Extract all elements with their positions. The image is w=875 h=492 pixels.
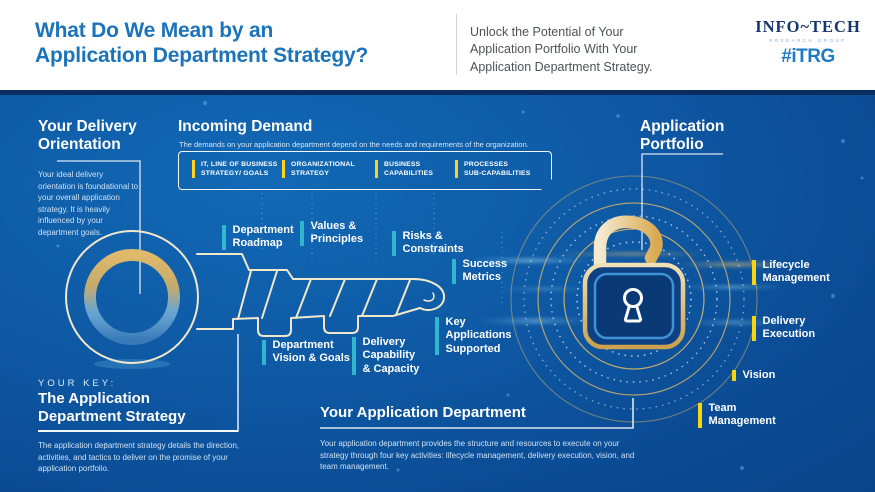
portfolio-label-text: Lifecycle Management <box>762 259 830 285</box>
key-label-text: Department Vision & Goals <box>272 339 350 365</box>
logo-brand-text: INFO~TECH <box>755 17 861 36</box>
key-label-department-roadmap: Department Roadmap <box>222 224 294 251</box>
cyan-bar-icon <box>300 221 304 246</box>
yellow-bar-icon <box>455 160 458 178</box>
cyan-bar-icon <box>352 337 356 376</box>
portfolio-label-lifecycle-management: Lifecycle Management <box>752 259 830 286</box>
incoming-demand-box: IT, Line of Business Strategy/ Goals Org… <box>178 151 552 190</box>
demand-item-label: Business Capabilities <box>384 161 434 178</box>
header-divider <box>456 14 457 75</box>
key-label-text: Key Applications Supported <box>445 316 512 355</box>
yellow-bar-icon <box>282 160 285 178</box>
page-title: What Do We Mean by an Application Depart… <box>35 19 369 67</box>
key-label-values-principles: Values & Principles <box>300 220 363 247</box>
portfolio-label-vision: Vision <box>732 369 775 382</box>
application-portfolio-title: Application Portfolio <box>640 118 725 154</box>
header-band: What Do We Mean by an Application Depart… <box>0 0 875 90</box>
infotech-logo: INFO~TECH RESEARCH GROUP #iTRG <box>752 17 864 68</box>
your-key-eyebrow: YOUR KEY: <box>38 378 117 389</box>
demand-item: Organizational Strategy <box>282 160 355 178</box>
yellow-bar-icon <box>698 403 702 428</box>
cyan-bar-icon <box>452 259 456 284</box>
demand-item-label: Organizational Strategy <box>291 161 355 178</box>
key-label-text: Values & Principles <box>310 220 364 246</box>
demand-item: IT, Line of Business Strategy/ Goals <box>192 160 278 178</box>
demand-item-label: Processes Sub-Capabilities <box>464 161 531 178</box>
portfolio-label-text: Team Management <box>708 402 776 428</box>
yellow-bar-icon <box>192 160 195 178</box>
application-department-body: Your application department provides the… <box>320 439 635 472</box>
portfolio-label-team-management: Team Management <box>698 402 776 429</box>
key-label-department-vision-goals: Department Vision & Goals <box>262 339 350 366</box>
cyan-bar-icon <box>262 340 266 365</box>
demand-item: Business Capabilities <box>375 160 433 178</box>
delivery-orientation-body: Your ideal delivery orientation is found… <box>38 170 139 237</box>
cyan-bar-icon <box>435 317 439 356</box>
cyan-bar-icon <box>222 225 226 250</box>
your-key-rule <box>38 430 238 432</box>
incoming-demand-subtitle: The demands on your application departme… <box>179 140 529 149</box>
key-label-text: Department Roadmap <box>232 224 294 250</box>
portfolio-label-delivery-execution: Delivery Execution <box>752 315 815 342</box>
yellow-bar-icon <box>752 260 756 285</box>
your-key-title: The Application Department Strategy <box>38 390 186 425</box>
application-department-title: Your Application Department <box>320 404 526 421</box>
key-label-success-metrics: Success Metrics <box>452 258 507 285</box>
key-label-text: Success Metrics <box>462 258 508 284</box>
key-label-risks-constraints: Risks & Constraints <box>392 230 464 257</box>
cyan-bar-icon <box>392 231 396 256</box>
logo-subtext: RESEARCH GROUP <box>769 38 847 43</box>
incoming-demand-title: Incoming Demand <box>178 118 313 135</box>
your-key-body: The application department strategy deta… <box>38 441 240 474</box>
itrg-logo: #iTRG <box>781 46 835 67</box>
key-label-text: Risks & Constraints <box>402 230 464 256</box>
header-tagline: Unlock the Potential of Your Application… <box>470 25 653 74</box>
yellow-bar-icon <box>732 370 736 382</box>
key-label-delivery-capability: Delivery Capability & Capacity <box>352 336 419 376</box>
delivery-orientation-title: Your Delivery Orientation <box>38 118 137 154</box>
yellow-bar-icon <box>752 316 756 341</box>
key-label-text: Delivery Capability & Capacity <box>362 336 420 375</box>
portfolio-label-text: Vision <box>742 369 776 381</box>
yellow-bar-icon <box>375 160 378 178</box>
key-label-key-applications: Key Applications Supported <box>435 316 512 356</box>
demand-item-label: IT, Line of Business Strategy/ Goals <box>201 161 278 178</box>
demand-item: Processes Sub-Capabilities <box>455 160 531 178</box>
portfolio-label-text: Delivery Execution <box>762 315 816 341</box>
